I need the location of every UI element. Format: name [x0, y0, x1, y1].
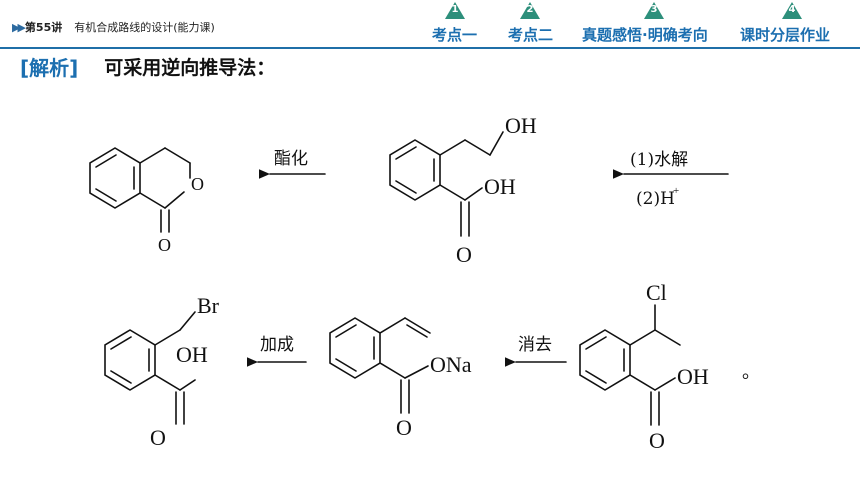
analysis-heading: [解析] 可采用逆向推导法：: [20, 54, 276, 80]
nav-label: 考点一: [432, 26, 478, 44]
nav-tab-2[interactable]: 2 考点二: [508, 0, 568, 47]
isochromanone-structure: [89, 147, 191, 233]
hydroxyethylbenzoic-acid-structure: [389, 131, 504, 237]
bromine-label: Br: [197, 293, 220, 318]
header-divider: [0, 47, 860, 49]
lecture-number: 第55讲: [24, 21, 63, 34]
nav-number: 3: [650, 4, 658, 15]
course-title: 有机合成路线的设计(能力课): [74, 21, 215, 34]
nav-label: 课时分层作业: [740, 26, 831, 44]
nav-tab-4[interactable]: 4 课时分层作业: [740, 0, 852, 47]
analysis-intro: 可采用逆向推导法：: [104, 56, 276, 79]
nav-tab-1[interactable]: 1 考点一: [432, 0, 492, 47]
ring-oxygen-label: O: [191, 174, 204, 194]
triangle-marker-icon: [445, 2, 465, 19]
nav-label: 考点二: [508, 26, 554, 44]
triangle-marker-icon: [782, 2, 802, 19]
hydroxyl-label: OH: [505, 113, 537, 138]
breadcrumb: ▶▶ 第55讲 有机合成路线的设计(能力课): [12, 18, 215, 36]
end-mark: 。: [742, 362, 760, 383]
hydrolysis-step-2: (2)H: [636, 189, 675, 209]
acid-oh-label: OH: [176, 342, 208, 367]
play-arrow-icon: ▶▶: [12, 20, 26, 34]
ona-label: ONa: [430, 352, 472, 377]
carbonyl-oxygen-label: O: [150, 425, 166, 450]
top-bar: ▶▶ 第55讲 有机合成路线的设计(能力课) 1 考点一 2 考点二 3 真题感…: [0, 0, 860, 49]
carbonyl-oxygen-label: O: [158, 235, 171, 255]
carbonyl-oxygen-label: O: [456, 242, 472, 267]
sodium-vinylbenzoate-structure: [329, 317, 431, 414]
carbonyl-oxygen-label: O: [649, 428, 665, 453]
nav-number: 1: [451, 4, 459, 15]
bromoethylbenzoic-acid-structure: [104, 311, 196, 425]
h-plus-charge: +: [673, 185, 679, 197]
nav-number: 2: [526, 4, 534, 15]
esterify-label: 酯化: [274, 149, 308, 169]
nav-label: 真题感悟·明确考向: [582, 26, 708, 44]
reaction-scheme: O O OH OH O Cl OH O 。 ONa O Br OH O (1)水…: [89, 113, 760, 453]
acid-oh-label: OH: [677, 364, 709, 389]
chlorine-label: Cl: [646, 280, 667, 305]
nav-number: 4: [788, 4, 796, 15]
analysis-tag: [解析]: [20, 55, 79, 80]
acid-oh-label: OH: [484, 174, 516, 199]
addition-label: 加成: [260, 335, 294, 355]
nav-tab-3[interactable]: 3 真题感悟·明确考向: [582, 0, 730, 47]
triangle-marker-icon: [644, 2, 664, 19]
eliminate-label: 消去: [518, 335, 552, 355]
triangle-marker-icon: [520, 2, 540, 19]
chloroethylbenzoic-acid-structure: [579, 304, 681, 426]
carbonyl-oxygen-label: O: [396, 415, 412, 440]
hydrolysis-step-1: (1)水解: [630, 150, 688, 170]
